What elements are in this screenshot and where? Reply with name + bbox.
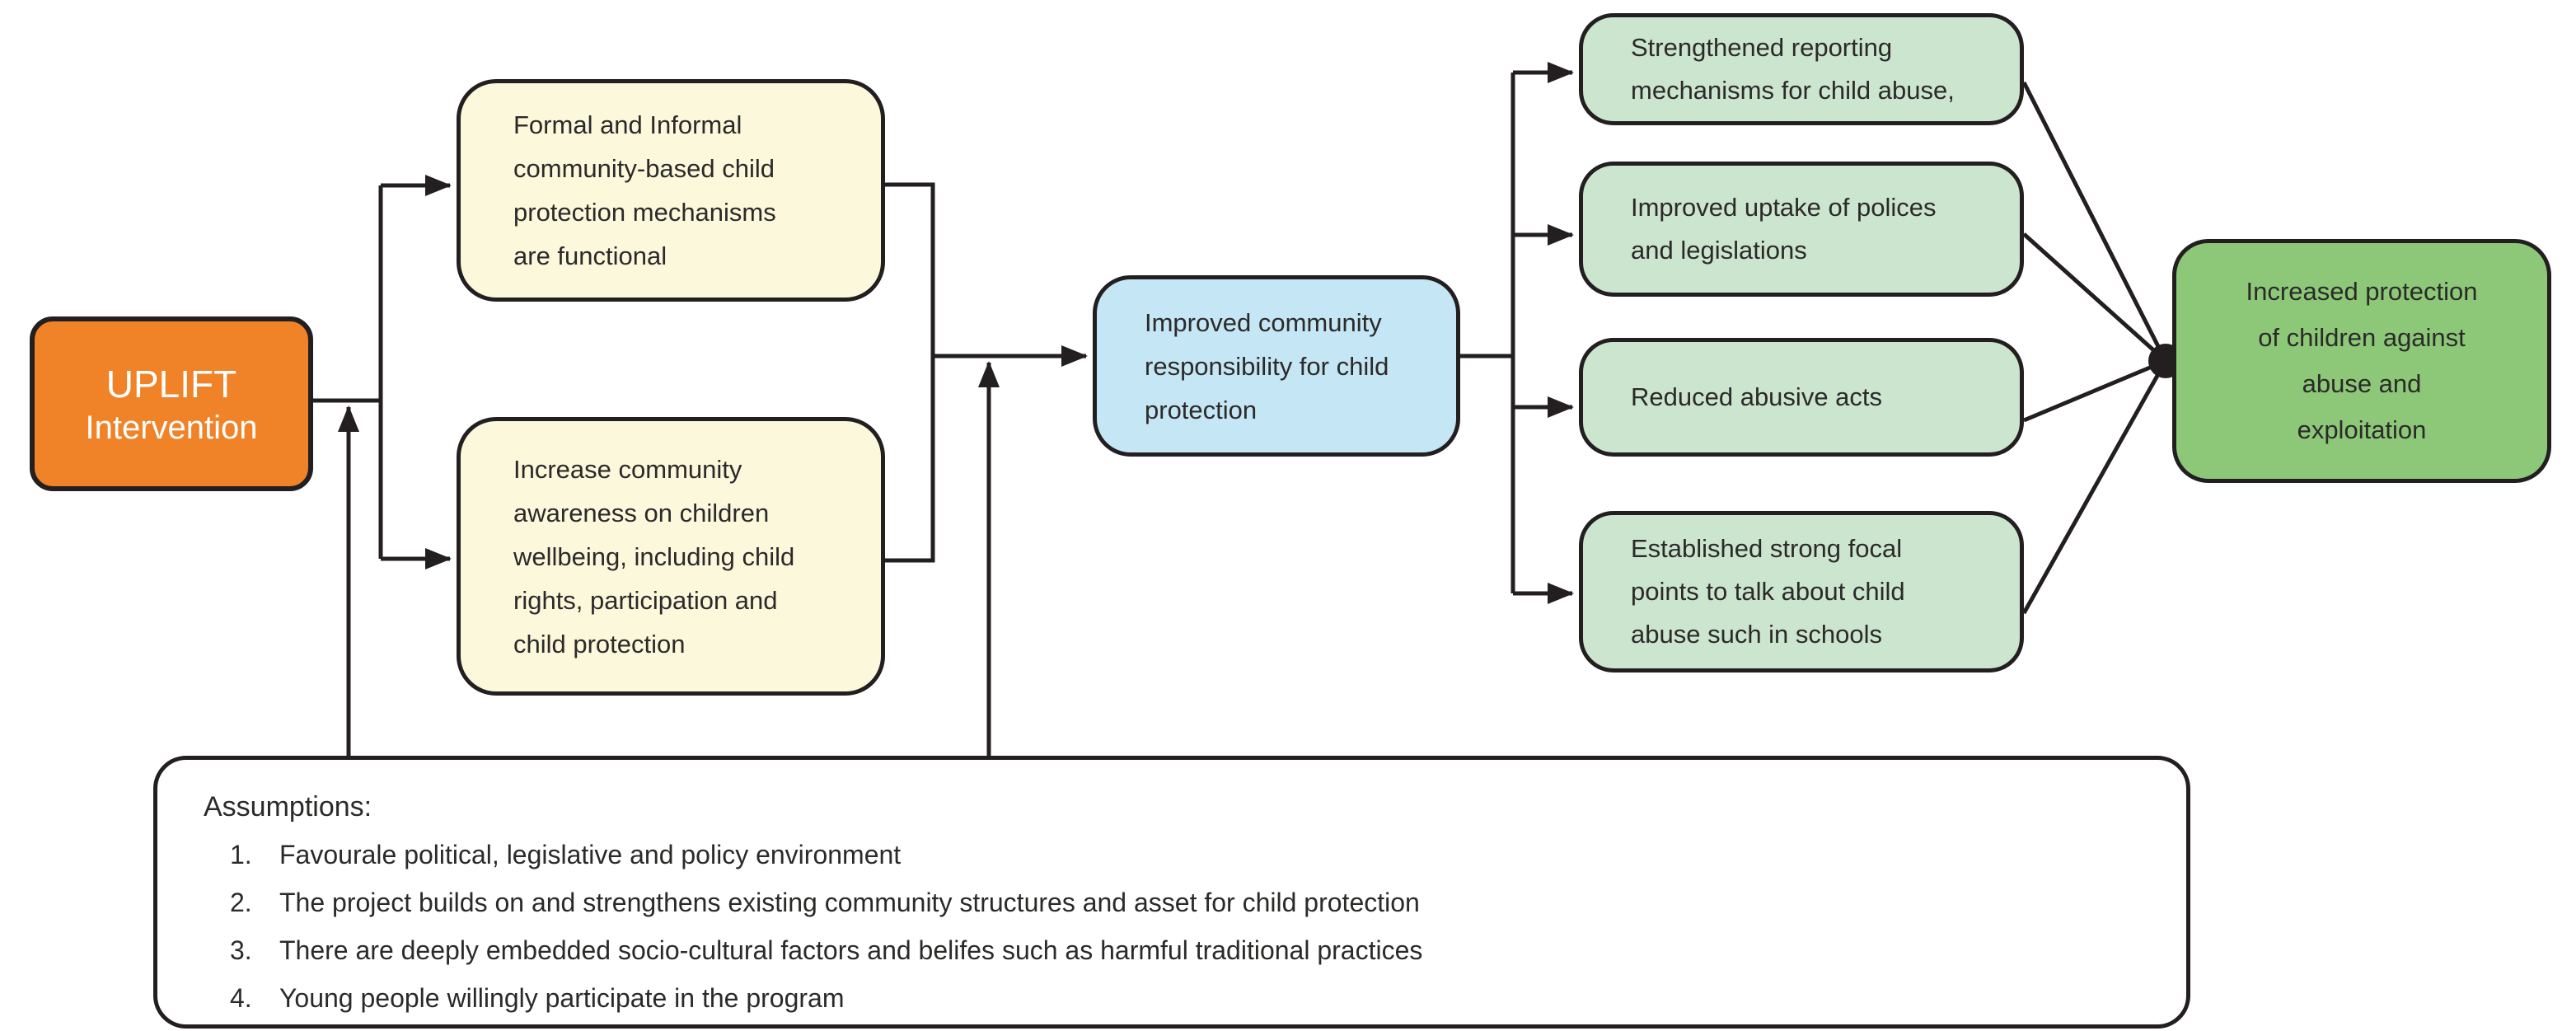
- assumption-item: 4. Young people willingly participate in…: [230, 974, 2153, 1022]
- node-text: Increase community awareness on children…: [513, 454, 795, 658]
- assumption-text: The project builds on and strengthens ex…: [279, 887, 1420, 917]
- node-output-protection-mechanisms: Formal and Informal community-based chil…: [457, 79, 885, 302]
- wire-results-to-impact: [2021, 81, 2168, 615]
- node-result-reduced-abuse: Reduced abusive acts: [1579, 338, 2024, 457]
- node-impact-increased-protection: Increased protection of children against…: [2172, 239, 2551, 483]
- assumptions-title: Assumptions:: [204, 791, 372, 822]
- node-text: Strengthened reporting mechanisms for ch…: [1631, 33, 1955, 105]
- node-text: Improved community responsibility for ch…: [1145, 307, 1389, 424]
- wire-intervention-branch: [313, 185, 383, 559]
- assumption-number: 2.: [230, 887, 252, 917]
- intervention-title: UPLIFT: [105, 363, 237, 405]
- intervention-subtitle: Intervention: [85, 410, 258, 446]
- assumption-text: There are deeply embedded socio-cultural…: [279, 935, 1423, 965]
- assumptions-box: Assumptions: 1. Favourale political, leg…: [153, 756, 2190, 1029]
- node-output-community-awareness: Increase community awareness on children…: [457, 417, 885, 696]
- node-text: Established strong focal points to talk …: [1631, 534, 1905, 649]
- node-result-focal-points: Established strong focal points to talk …: [1579, 511, 2024, 672]
- node-text: Increased protection of children against…: [2246, 277, 2478, 444]
- node-outcome-community-responsibility: Improved community responsibility for ch…: [1093, 275, 1460, 457]
- assumption-item: 3. There are deeply embedded socio-cultu…: [230, 926, 2153, 974]
- assumption-number: 1.: [230, 839, 252, 869]
- assumption-item: 2. The project builds on and strengthens…: [230, 879, 2153, 926]
- wire-results-branch: [1460, 73, 1515, 593]
- node-text: Improved uptake of polices and legislati…: [1631, 193, 1937, 265]
- node-text: Formal and Informal community-based chil…: [513, 110, 776, 270]
- assumption-item: 1. Favourale political, legislative and …: [230, 831, 2153, 879]
- node-uplift-intervention: UPLIFT Intervention: [30, 316, 313, 491]
- assumption-number: 3.: [230, 935, 252, 965]
- assumption-text: Favourale political, legislative and pol…: [279, 839, 902, 869]
- assumption-text: Young people willingly participate in th…: [279, 982, 845, 1013]
- assumption-number: 4.: [230, 982, 252, 1013]
- node-result-reporting-mechanisms: Strengthened reporting mechanisms for ch…: [1579, 13, 2024, 125]
- node-result-policy-uptake: Improved uptake of polices and legislati…: [1579, 162, 2024, 297]
- wire-outputs-merge: [885, 182, 935, 563]
- node-text: Reduced abusive acts: [1631, 382, 1883, 411]
